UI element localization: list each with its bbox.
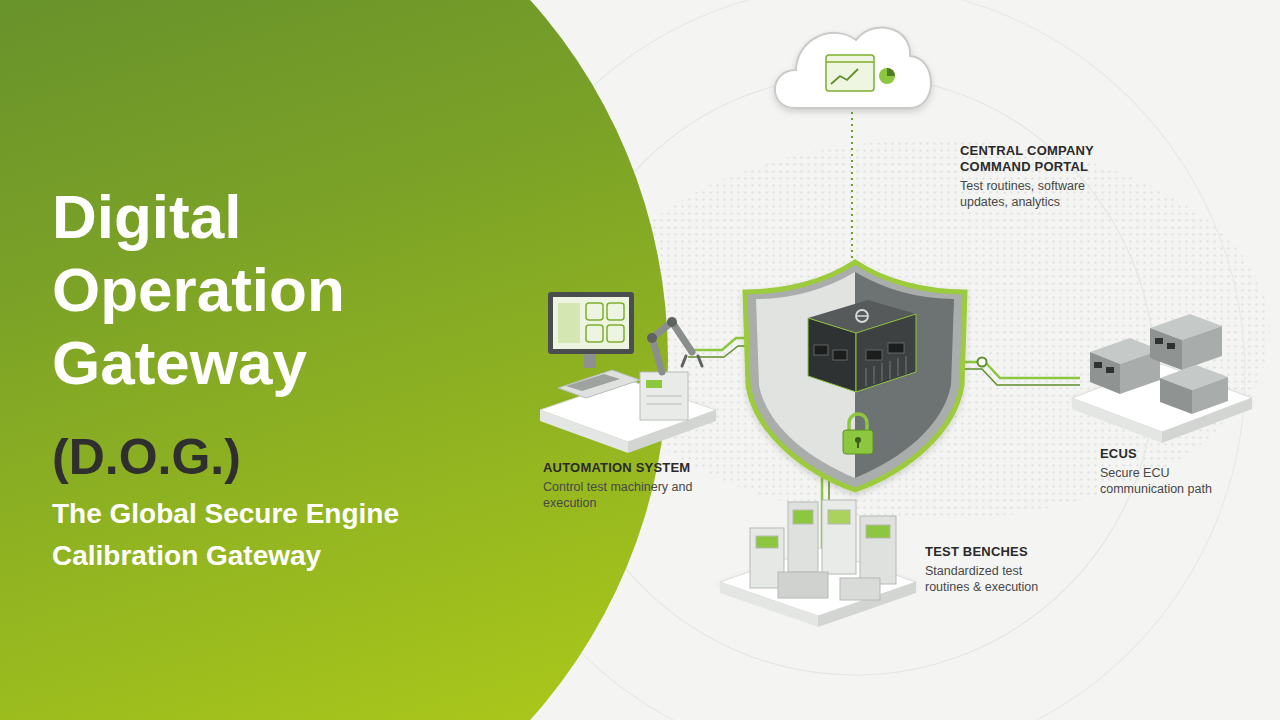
world-map-dots: [590, 140, 1270, 520]
portal-node: CENTRAL COMPANY COMMAND PORTALTest routi…: [960, 143, 1120, 210]
node-heading: AUTOMATION SYSTEM: [543, 460, 693, 476]
ecu-side: [1192, 377, 1228, 414]
device-logo-bar: [857, 315, 867, 317]
screen-gauge: [586, 303, 603, 320]
device-fins: [866, 356, 906, 386]
browser-bar: [826, 61, 874, 63]
monitor-screen: [553, 297, 629, 349]
node-description: Control test machinery and execution: [543, 479, 693, 511]
ecu-front: [1160, 378, 1192, 414]
port: [833, 350, 847, 360]
fin: [873, 366, 874, 384]
screen-gauge: [607, 303, 624, 320]
device-ports: [814, 343, 904, 360]
ecu-port: [1155, 338, 1163, 344]
security-shield: [745, 262, 965, 490]
green-panel: [0, 0, 668, 720]
monitor: [548, 292, 634, 354]
platform-side: [540, 410, 628, 453]
subtitle: The Global Secure Engine Calibration Gat…: [52, 493, 502, 577]
device-side: [856, 314, 916, 392]
title-abbreviation: (D.O.G.): [52, 426, 241, 488]
bench-base: [778, 572, 828, 598]
device-logo: [856, 310, 868, 322]
cabinet-screen: [756, 536, 778, 548]
cabinet-slot: [646, 396, 682, 397]
cabinet: [822, 500, 856, 574]
fin: [897, 358, 898, 376]
ecu-side: [1182, 326, 1222, 370]
node-description: Secure ECU communication path: [1100, 465, 1240, 497]
keyboard: [566, 374, 620, 391]
monitor-stand: [584, 354, 596, 368]
ecu-port: [1106, 367, 1114, 373]
node-description: Test routines, software updates, analyti…: [960, 178, 1120, 210]
ecu-units: [1090, 314, 1228, 414]
node-heading: TEST BENCHES: [925, 544, 1065, 560]
wire-dot: [978, 358, 987, 367]
padlock-shackle: [849, 414, 867, 432]
fin: [881, 363, 882, 381]
pie-slice: [887, 68, 895, 76]
cabinet-screen: [793, 510, 813, 524]
cabinet-display: [646, 380, 662, 388]
test-bench-cabinets: [750, 500, 896, 600]
cabinet-screen: [828, 510, 850, 524]
fin: [905, 356, 906, 374]
port: [888, 343, 904, 353]
test-bench-node: TEST BENCHES Standardized test routines &…: [925, 544, 1065, 595]
keyhole-slot: [857, 441, 859, 448]
screen-panel: [558, 303, 580, 343]
ecu-port: [1094, 362, 1102, 368]
ecu-front: [1150, 328, 1182, 370]
main-title: Digital Operation Gateway: [52, 180, 492, 399]
screen-gauge: [586, 325, 603, 342]
pie-chart: [879, 68, 895, 84]
desk: [558, 370, 640, 398]
ecu-front: [1090, 352, 1120, 394]
orbit-ring: [555, 75, 1155, 675]
ecu-node: ECUS Secure ECU communication path: [1100, 446, 1240, 497]
robot-joint: [647, 333, 657, 343]
fin: [865, 368, 866, 386]
fin: [889, 361, 890, 379]
shield-light-half: [756, 272, 855, 478]
platform-side: [1072, 398, 1162, 443]
robot-claw: [682, 356, 702, 366]
ecu-port: [1167, 343, 1175, 349]
padlock-body: [843, 430, 873, 454]
cabinet: [788, 502, 818, 572]
automation-node: AUTOMATION SYSTEM Control test machinery …: [543, 460, 693, 511]
node-heading: CENTRAL COMPANY COMMAND PORTAL: [960, 143, 1120, 175]
node-heading: ECUS: [1100, 446, 1240, 462]
robot-joint: [667, 317, 677, 327]
robot-arm: [652, 322, 692, 372]
dotted-wire: [851, 112, 853, 268]
cabinet: [860, 516, 896, 584]
cabinet-slot: [646, 404, 682, 405]
cloud-icon: [775, 27, 931, 108]
control-cabinet: [640, 372, 688, 420]
device-front: [808, 318, 856, 392]
port: [866, 350, 882, 360]
browser-window: [826, 55, 874, 91]
chart-line: [831, 69, 858, 84]
cabinet-screen: [866, 525, 890, 538]
node-description: Standardized test routines & execution: [925, 563, 1065, 595]
screen-gauge: [607, 325, 624, 342]
port: [814, 345, 828, 355]
bench-base: [840, 578, 880, 600]
